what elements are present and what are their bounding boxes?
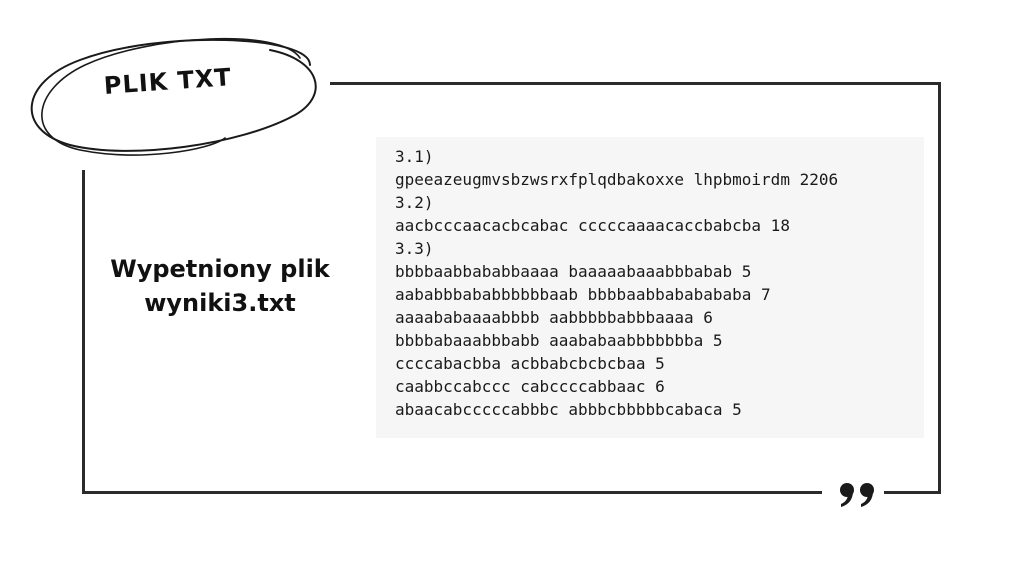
caption-line-1: Wypetniony plik: [110, 255, 330, 283]
caption: Wypetniony plik wyniki3.txt: [100, 252, 340, 320]
frame-bottom-line-left: [82, 491, 822, 494]
frame-right-line: [938, 82, 941, 494]
frame-bottom-line-right: [884, 491, 941, 494]
code-line: aababbbababbbbbbaab bbbbaabbababababa 7: [395, 285, 771, 304]
code-line: aacbcccaacacbcabac cccccaaaacaccbabcba 1…: [395, 216, 790, 235]
code-line: 3.1): [395, 147, 434, 166]
frame-left-line: [82, 170, 85, 494]
code-line: 3.3): [395, 239, 434, 258]
caption-line-2: wyniki3.txt: [144, 289, 296, 317]
code-line: aaaababaaaabbbb aabbbbbabbbaaaa 6: [395, 308, 713, 327]
code-line: abaacabcccccabbbc abbbcbbbbbcabaca 5: [395, 400, 742, 419]
frame-top-line: [330, 82, 941, 85]
code-line: bbbbabaaabbbabb aaababaabbbbbbba 5: [395, 331, 723, 350]
code-line: ccccabacbba acbbabcbcbcbaa 5: [395, 354, 665, 373]
double-quote-icon: [840, 483, 874, 507]
code-line: caabbccabccc cabccccabbaac 6: [395, 377, 665, 396]
file-content-box: 3.1) gpeeazeugmvsbzwsrxfplqdbakoxxe lhpb…: [376, 137, 924, 438]
code-line: 3.2): [395, 193, 434, 212]
code-line: gpeeazeugmvsbzwsrxfplqdbakoxxe lhpbmoird…: [395, 170, 839, 189]
code-line: bbbbaabbababbaaaa baaaaabaaabbbabab 5: [395, 262, 752, 281]
title-oval: [30, 37, 317, 156]
